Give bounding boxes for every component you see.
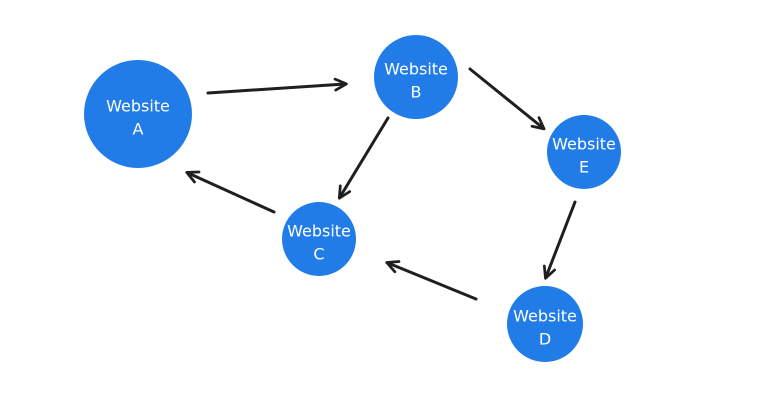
node-website-a-circle	[84, 60, 192, 168]
node-website-b-label-line2: B	[411, 83, 422, 102]
arrow-b-to-c	[337, 116, 390, 200]
node-website-d: Website D	[507, 286, 583, 362]
arrow-b-to-e	[468, 67, 546, 131]
arrow-d-to-c	[385, 260, 478, 301]
arrow-c-to-a	[185, 170, 276, 214]
node-website-c-label-line2: C	[313, 245, 324, 264]
node-website-b-label-line1: Website	[384, 60, 448, 79]
node-website-c: Website C	[282, 202, 356, 276]
arrow-a-to-b	[206, 77, 348, 95]
node-website-e-circle	[547, 115, 621, 189]
node-website-a-label-line1: Website	[106, 97, 170, 116]
node-website-a-label-line2: A	[133, 120, 144, 139]
node-website-d-circle	[507, 286, 583, 362]
node-website-e-label-line1: Website	[552, 135, 616, 154]
node-website-b-circle	[374, 35, 458, 119]
node-website-c-label-line1: Website	[287, 222, 351, 241]
node-website-a: Website A	[84, 60, 192, 168]
node-website-c-circle	[282, 202, 356, 276]
node-website-e: Website E	[547, 115, 621, 189]
node-website-b: Website B	[374, 35, 458, 119]
node-website-e-label-line2: E	[579, 158, 589, 177]
node-website-d-label-line2: D	[539, 330, 551, 349]
arrow-e-to-d	[542, 200, 577, 280]
node-website-d-label-line1: Website	[513, 307, 577, 326]
